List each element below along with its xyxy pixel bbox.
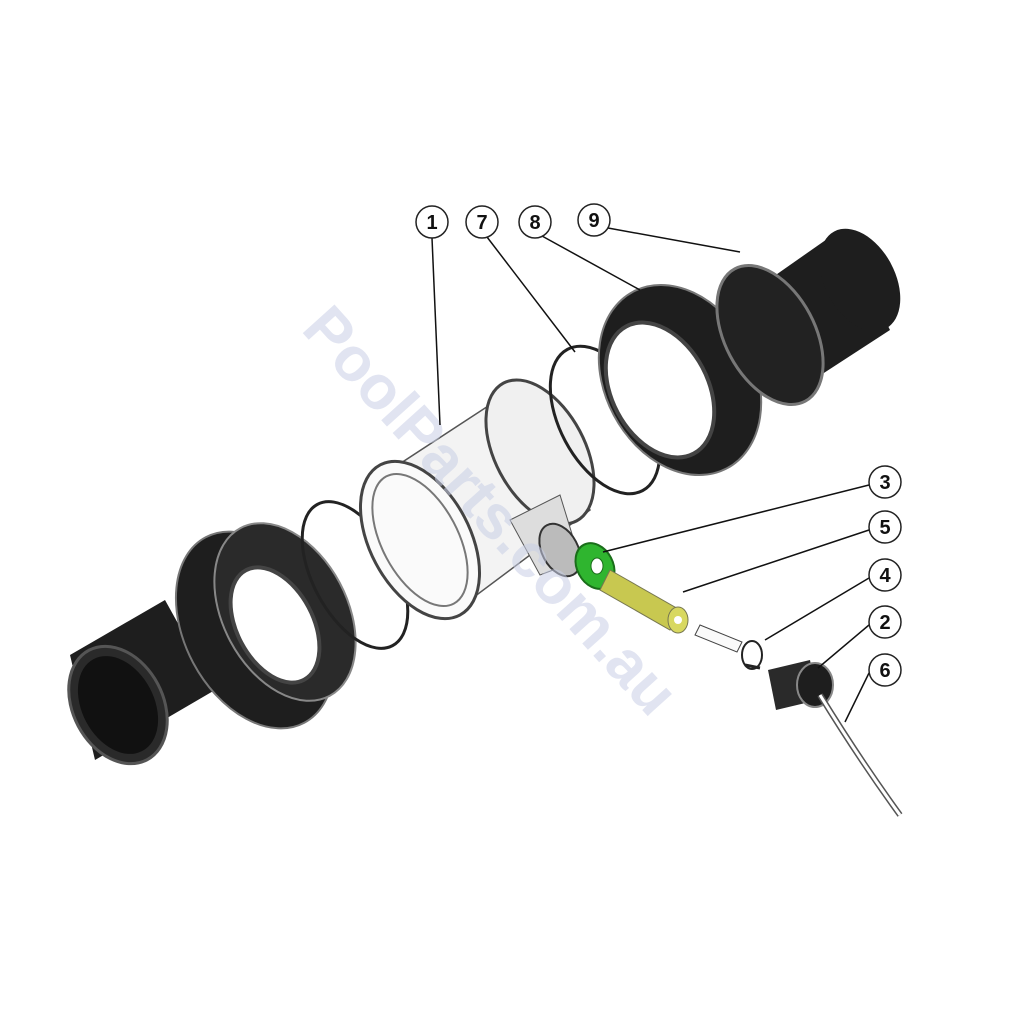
svg-text:3: 3: [879, 472, 890, 494]
callout-4: 4: [868, 558, 902, 592]
svg-text:8: 8: [529, 212, 540, 234]
callout-9: 9: [577, 203, 611, 237]
svg-text:4: 4: [879, 565, 891, 587]
callout-6: 6: [868, 653, 902, 687]
pin: [694, 624, 743, 653]
leader-lines: [431, 227, 870, 723]
svg-text:6: 6: [879, 660, 890, 682]
callout-3: 3: [868, 465, 902, 499]
callout-5: 5: [868, 510, 902, 544]
svg-text:7: 7: [476, 212, 487, 234]
left-union-nut: [174, 522, 357, 730]
callout-7: 7: [465, 205, 499, 239]
callout-8: 8: [518, 205, 552, 239]
part-4-clip: [741, 640, 763, 670]
left-pipe-end: [67, 600, 215, 766]
callout-2: 2: [868, 605, 902, 639]
svg-text:1: 1: [426, 212, 437, 234]
svg-text:9: 9: [588, 210, 599, 232]
svg-text:5: 5: [879, 517, 890, 539]
svg-text:2: 2: [879, 612, 890, 634]
body-part-1: [358, 378, 596, 621]
part-5-tube: [599, 569, 689, 634]
callout-1: 1: [415, 205, 449, 239]
right-pipe-end: [715, 228, 901, 407]
